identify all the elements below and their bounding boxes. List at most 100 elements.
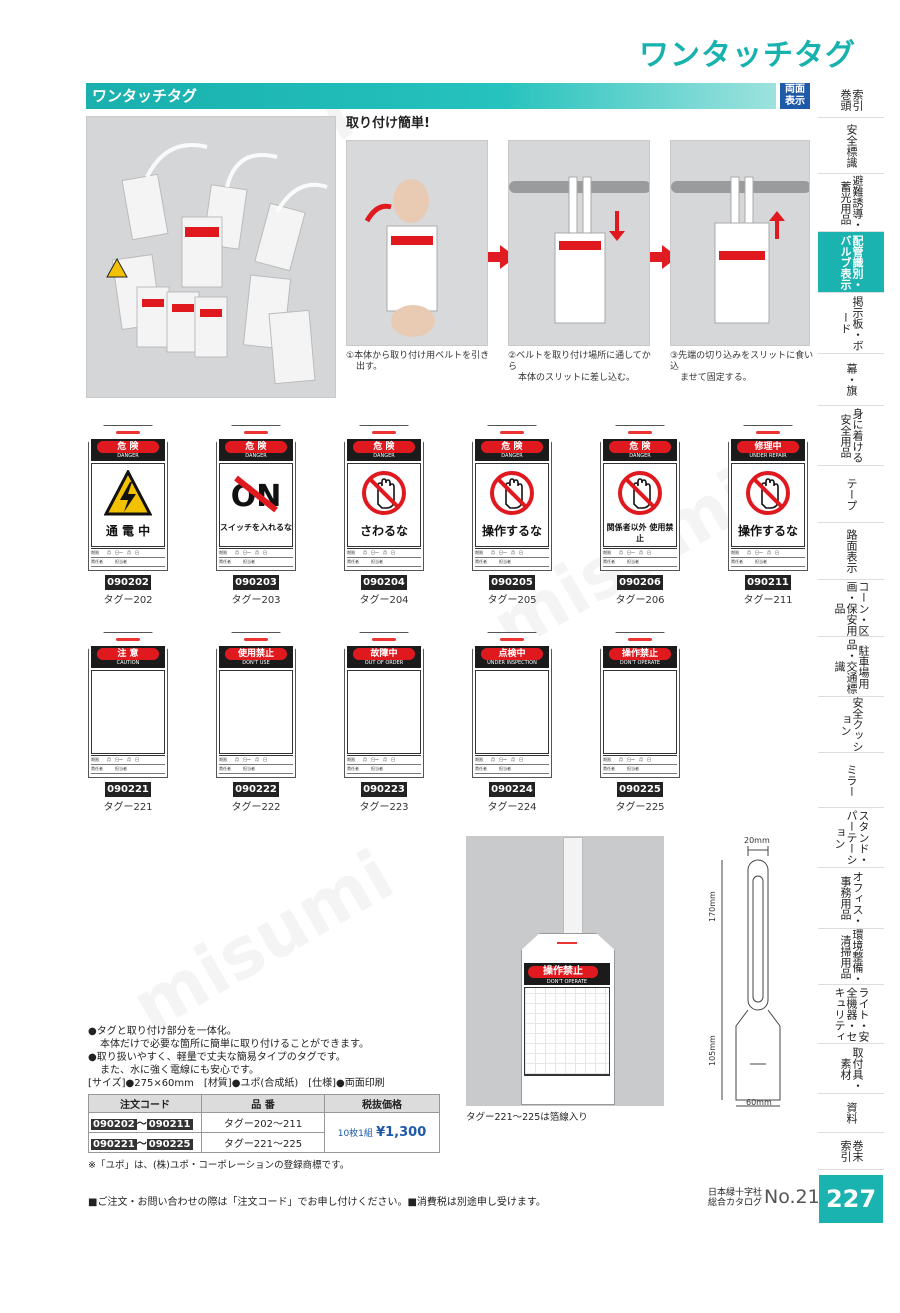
sample-pill: 操作禁止 [528, 966, 598, 978]
tag-message: さわるな [359, 524, 408, 538]
tag-message: 操作するな [737, 524, 798, 538]
step-3-photo [670, 140, 810, 346]
tag-message: 通 電 中 [105, 524, 151, 538]
tag-body [347, 670, 421, 754]
tag-header-label: 注 意 [97, 648, 159, 660]
tag-slot [372, 431, 396, 434]
sidebar-item[interactable]: 掲示板・ボード [818, 293, 884, 354]
sidebar-item[interactable]: スタンド・パーテーション [818, 808, 884, 868]
tag-english-label: DANGER [501, 453, 523, 459]
tag-header-label: 危 険 [225, 441, 287, 453]
sidebar-item[interactable]: 巻末 索引 [818, 1133, 884, 1170]
sidebar-item[interactable]: 取付具・素材 [818, 1044, 884, 1094]
feature-2: ●取り扱いやすく、軽量で丈夫な簡易タイプのタグです。 [88, 1052, 346, 1063]
sidebar-item[interactable]: 避難誘導・蓄光用品 [818, 174, 884, 232]
order-code-badge: 090222 [233, 782, 279, 797]
on-crossed-icon: ON [231, 470, 281, 516]
tag-slot [628, 431, 652, 434]
sidebar-item[interactable]: 索引 巻頭 [818, 82, 884, 118]
tag-message: スイッチを入れるな [220, 523, 292, 532]
sidebar-item[interactable]: テープ [818, 466, 884, 523]
sidebar-item[interactable]: 駐車場用品・交通標識 [818, 637, 884, 697]
tag-fill-lines: 期限 月 日〜 月 日責任者 担当者 [347, 755, 421, 774]
lightning-warning-icon [103, 468, 153, 516]
tag-slot [244, 638, 268, 641]
sidebar-item[interactable]: オフィス・事務用品 [818, 868, 884, 929]
order-code-badge: 090211 [745, 575, 791, 590]
code-range-1: 090202〜090211 [88, 1112, 202, 1133]
tag-body [219, 670, 293, 754]
header-code: 注文コード [88, 1094, 202, 1113]
order-note: ■ご注文・お問い合わせの際は「注文コード」でお申し付けください。■消費税は別途申… [88, 1197, 546, 1208]
sidebar-item[interactable]: 環境整備・清掃用品 [818, 929, 884, 985]
order-code-badge: 090204 [361, 575, 407, 590]
tag-fill-lines: 期限 月 日〜 月 日責任者 担当者 [475, 548, 549, 567]
tag-body: 操作するな [731, 463, 805, 547]
sidebar-item[interactable]: 安全クッション [818, 697, 884, 753]
tag-body: 関係者以外 使用禁止 [603, 463, 677, 547]
sample-eng: DON'T OPERATE [546, 979, 588, 985]
dim-upper: 170mm [708, 891, 717, 922]
step-2-photo [508, 140, 650, 346]
sidebar-item[interactable]: 配管識別・バルブ表示 [818, 232, 884, 293]
tag-fill-lines: 期限 月 日〜 月 日責任者 担当者 [91, 755, 165, 774]
dim-lower: 105mm [708, 1035, 717, 1066]
sidebar-item[interactable]: 身に着ける安全用品 [818, 406, 884, 466]
tag-slot [116, 431, 140, 434]
header-part: 品 番 [201, 1094, 325, 1113]
tag-slot [500, 638, 524, 641]
tag-body: 操作するな [475, 463, 549, 547]
tag-body: さわるな [347, 463, 421, 547]
sidebar-item[interactable]: 資料 [818, 1094, 884, 1133]
step-1-photo [346, 140, 488, 346]
page-title: ワンタッチタグ [639, 38, 856, 73]
step-2-caption: ②ベルトを取り付け場所に通してから本体のスリットに差し込む。 [508, 351, 651, 383]
sidebar-item[interactable]: 安全標識 [818, 118, 884, 174]
footnote: ※「ユポ」は、(株)ユポ・コーポレーションの登録商標です。 [88, 1160, 350, 1171]
order-code-badge: 090221 [105, 782, 151, 797]
tag-slot [372, 638, 396, 641]
tag-header-label: 修理中 [737, 441, 799, 453]
no-touch-hand-icon [616, 470, 664, 516]
features: ●タグと取り付け部分を一体化。 本体だけで必要な箇所に簡単に取り付けることができ… [88, 1025, 468, 1090]
badge-line-1: 両面 [785, 84, 805, 95]
part-range-1: タグー202〜211 [201, 1112, 325, 1133]
tag-english-label: DANGER [245, 453, 267, 459]
price-cell: 10枚1組 ¥1,300 [324, 1112, 440, 1153]
part-number-label: タグー223 [359, 802, 409, 813]
tag-body [91, 670, 165, 754]
sample-caption: タグー221〜225は箔線入り [466, 1112, 588, 1123]
sidebar-item[interactable]: 幕・旗 [818, 354, 884, 406]
tag-fill-lines: 期限 月 日〜 月 日責任者 担当者 [603, 755, 677, 774]
part-range-2: タグー221〜225 [201, 1132, 325, 1153]
publisher: 日本緑十字社総合カタログ [707, 1188, 762, 1208]
spec-line: [サイズ]●275×60mm [材質]●ユポ(合成紙) [仕様]●両面印刷 [88, 1078, 385, 1089]
tag-slot [500, 431, 524, 434]
tag-slot [756, 431, 780, 434]
catalog-number: No.21 [764, 1186, 820, 1208]
code-range-2: 090221〜090225 [88, 1132, 202, 1153]
tag-english-label: CAUTION [116, 660, 140, 666]
sidebar-item[interactable]: 路面表示 [818, 523, 884, 580]
no-touch-hand-icon [360, 470, 408, 516]
tag-fill-lines: 期限 月 日〜 月 日責任者 担当者 [91, 548, 165, 567]
tag-header-label: 危 険 [97, 441, 159, 453]
tag-fill-lines: 期限 月 日〜 月 日責任者 担当者 [475, 755, 549, 774]
tag-fill-lines: 期限 月 日〜 月 日責任者 担当者 [603, 548, 677, 567]
sidebar-item[interactable]: ライト・安全機器・セキュリティ [818, 985, 884, 1044]
page-number: 227 [819, 1175, 883, 1223]
step-1-caption: ①本体から取り付け用ベルトを引き出す。 [346, 351, 490, 372]
sidebar-item[interactable]: ミラー [818, 753, 884, 808]
tag-header-label: 故障中 [353, 648, 415, 660]
no-touch-hand-icon [488, 470, 536, 516]
tag-fill-lines: 期限 月 日〜 月 日責任者 担当者 [219, 755, 293, 774]
sidebar-item[interactable]: コーン・区画・保安用品 [818, 580, 884, 637]
part-number-label: タグー203 [231, 595, 281, 606]
tag-header-label: 危 険 [353, 441, 415, 453]
